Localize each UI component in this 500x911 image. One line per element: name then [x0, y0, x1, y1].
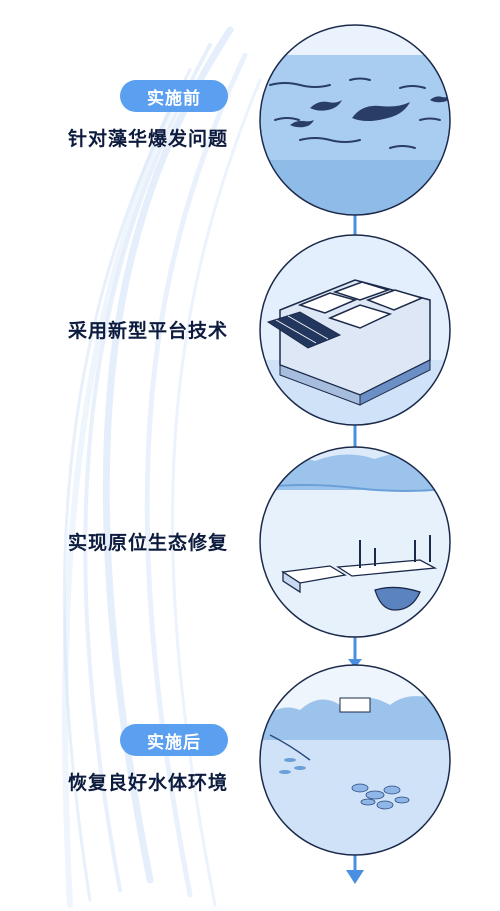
step-3-label: 实现原位生态修复: [67, 532, 228, 554]
arrow-down-icon: [346, 870, 364, 884]
tag-before: 实施前: [120, 80, 228, 112]
tag-after: 实施后: [120, 724, 228, 756]
step-1-label: 针对藻华爆发问题: [67, 128, 228, 150]
step-4-label: 恢复良好水体环境: [67, 772, 228, 794]
arrow-mid-icon: [348, 659, 362, 668]
step-2-label: 采用新型平台技术: [67, 320, 228, 342]
